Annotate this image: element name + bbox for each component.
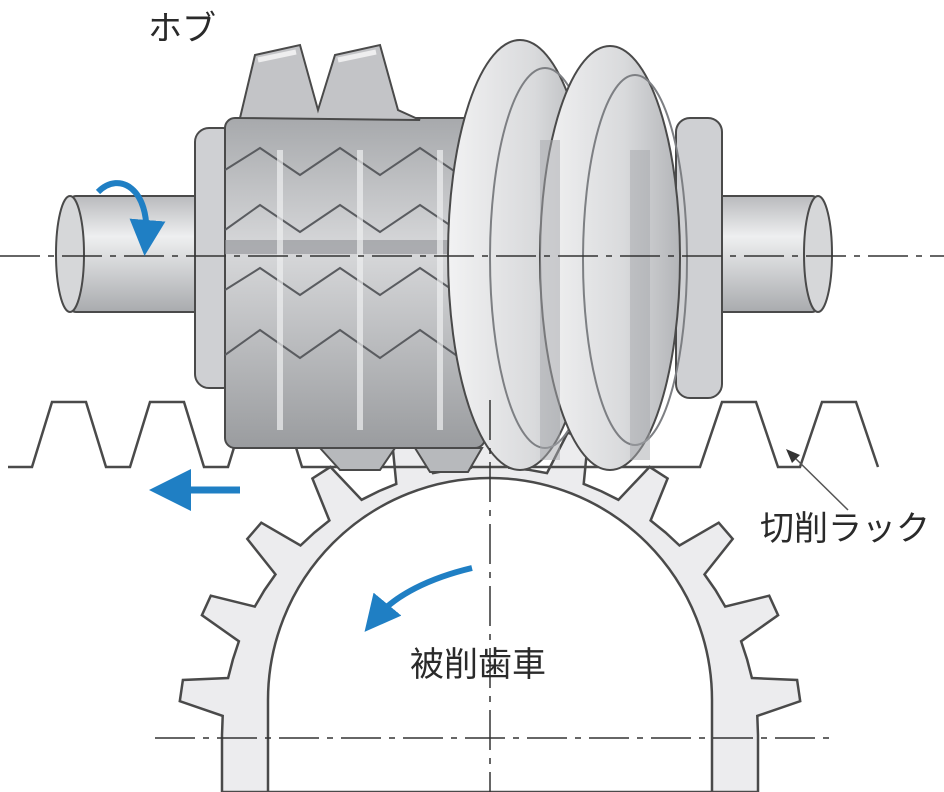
workpiece-gear-label: 被削歯車 <box>410 645 546 685</box>
hob-thread-discs <box>447 39 688 471</box>
rack-leader-arrowhead <box>786 449 800 463</box>
curved-arrow-left-icon <box>364 565 473 632</box>
cutting-rack-label: 切削ラック <box>760 509 930 549</box>
hob-shaft-left-end <box>55 195 85 313</box>
hob-hub-right <box>675 117 723 399</box>
hob-label: ホブ <box>148 9 216 49</box>
curved-arrow-down-icon <box>95 180 166 256</box>
rack-leader-line <box>791 454 849 511</box>
hob-shaft-right-end <box>803 195 833 313</box>
hob-cutter <box>224 43 486 473</box>
